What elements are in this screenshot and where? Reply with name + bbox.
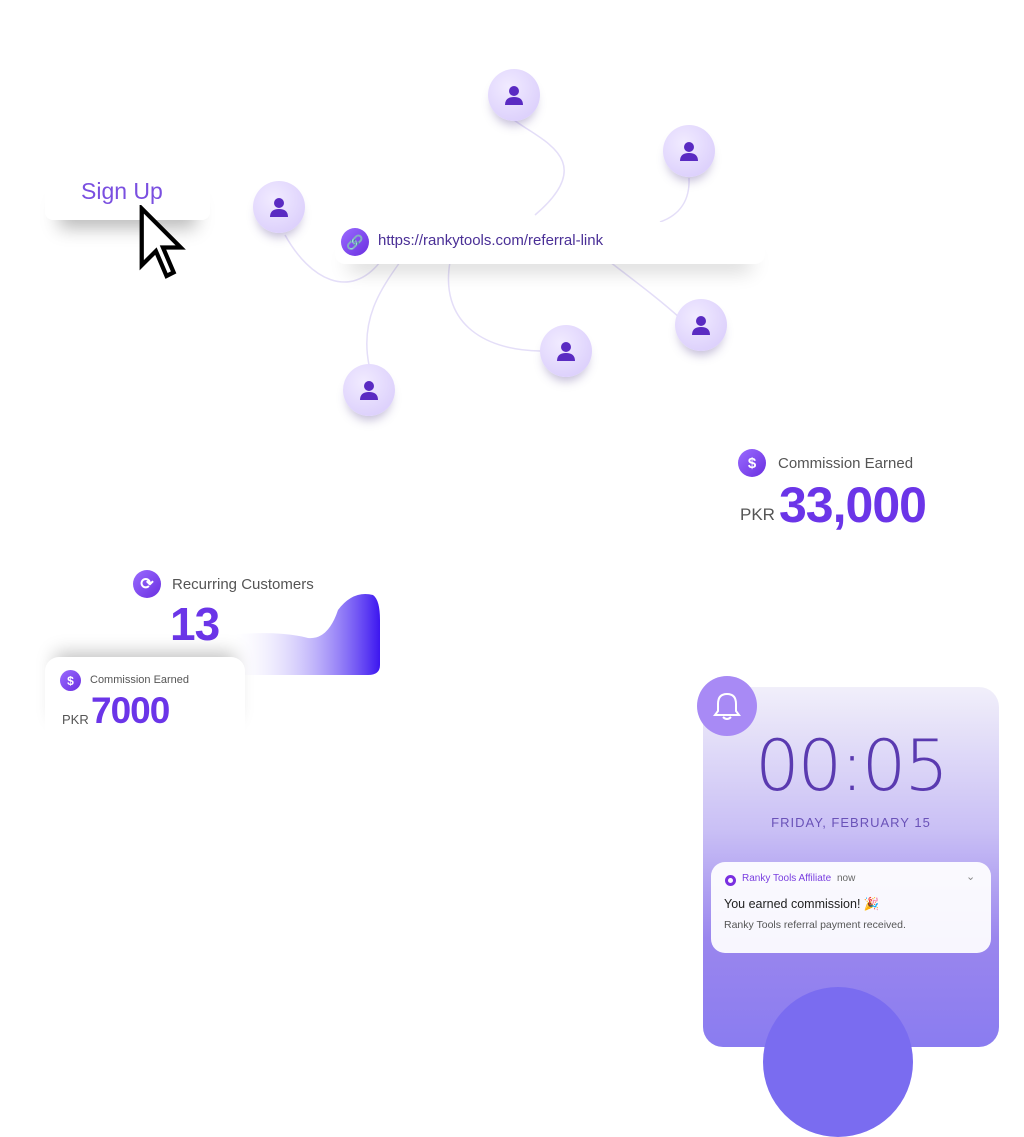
unlock-circle (763, 987, 913, 1137)
recurring-count: 13 (170, 598, 220, 650)
chevron-down-icon[interactable]: ⌄ (966, 871, 976, 883)
refresh-icon: ⟳ (133, 570, 161, 598)
notification-app: Ranky Tools Affiliate (742, 873, 832, 884)
notification-time: now (837, 873, 856, 884)
commission-label: Commission Earned (90, 674, 190, 686)
notification-card[interactable]: Ranky Tools Affiliate now ⌄ You earned c… (711, 862, 991, 953)
commission-label: Commission Earned (778, 455, 914, 472)
referral-link-text[interactable]: https://rankytools.com/referral-link (378, 232, 604, 249)
wave-blob (228, 594, 380, 675)
user-icon (270, 198, 288, 217)
user-icon (505, 86, 523, 105)
referral-avatar (343, 364, 395, 416)
user-icon (557, 342, 575, 361)
referral-avatar (253, 181, 305, 233)
currency-label: PKR (740, 505, 775, 524)
referral-avatar (675, 299, 727, 351)
commission-amount: 7000 (91, 690, 170, 731)
notification-title: You earned commission! 🎉 (724, 897, 880, 911)
phone-time: 00:05 (755, 725, 949, 807)
bell-icon (697, 676, 757, 736)
dollar-icon: $ (738, 449, 766, 477)
recurring-label: Recurring Customers (172, 576, 314, 593)
commission-card (45, 657, 245, 742)
currency-label: PKR (62, 712, 89, 727)
user-icon (680, 142, 698, 161)
app-icon (725, 875, 736, 886)
user-icon (360, 381, 378, 400)
notification-body: Ranky Tools referral payment received. (724, 919, 906, 931)
referral-avatar (540, 325, 592, 377)
referral-avatar (488, 69, 540, 121)
signup-button[interactable]: Sign Up (81, 178, 163, 204)
commission-amount: 33,000 (779, 477, 927, 533)
link-icon: 🔗 (341, 228, 369, 256)
dollar-icon: $ (60, 670, 81, 691)
mouse-cursor-icon (139, 205, 186, 279)
phone-lockscreen: 00:05 FRIDAY, FEBRUARY 15 Ranky Tools Af… (703, 687, 999, 1137)
user-icon (692, 316, 710, 335)
network-lines (284, 119, 690, 366)
referral-avatar (663, 125, 715, 177)
phone-date: FRIDAY, FEBRUARY 15 (771, 815, 931, 830)
referral-link-pill[interactable] (335, 222, 765, 264)
signup-card[interactable] (45, 165, 210, 220)
